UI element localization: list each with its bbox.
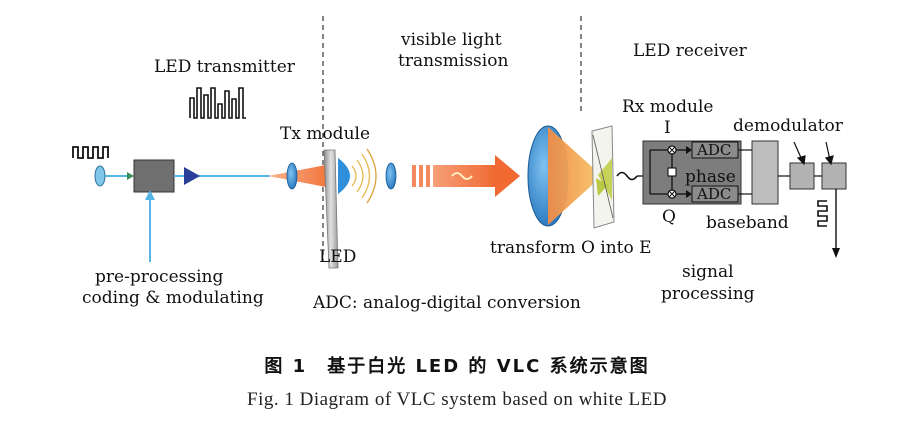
demodulator-box-2 <box>821 162 847 190</box>
mixer-bottom-icon <box>667 189 677 199</box>
tx-module-label: Tx module <box>280 124 370 144</box>
led-dome-icon <box>338 158 350 194</box>
adc-note-label: ADC: analog-digital conversion <box>312 293 581 313</box>
demodulator-label: demodulator <box>733 116 844 136</box>
baseband-label: baseband <box>706 213 789 233</box>
caption-chinese: 图 1 基于白光 LED 的 VLC 系统示意图 <box>264 356 650 377</box>
section-channel-line1: visible light <box>400 30 502 50</box>
tx-lens-icon <box>286 162 298 190</box>
output-arrowhead-icon <box>832 248 840 258</box>
demodulator-box-1 <box>789 162 815 190</box>
adc-top-label: ADC <box>696 141 731 159</box>
demodulator-pointer-icons <box>793 141 834 166</box>
transform-label: transform O into E <box>490 238 652 258</box>
section-channel-line2: transmission <box>398 51 508 71</box>
led-body-icon <box>323 149 339 269</box>
focus-cone <box>548 127 602 225</box>
phase-shifter-icon <box>667 167 677 177</box>
adc-bottom-arrow-icon <box>686 190 692 198</box>
photodetector-icon <box>591 125 615 229</box>
signal-processing-line2: processing <box>661 284 755 304</box>
adc-bottom-label: ADC <box>696 185 731 203</box>
electric-signal-icon <box>616 171 638 181</box>
preprocessing-label-line2: coding & modulating <box>82 288 264 308</box>
preprocessing-box <box>133 159 175 193</box>
signal-processing-line1: signal <box>682 262 734 282</box>
phase-label: phase <box>685 167 736 187</box>
amplifier-icon <box>184 167 200 185</box>
source-arrowhead-icon <box>127 172 134 180</box>
adc-top-arrow-icon <box>686 146 692 154</box>
source-lens-icon <box>94 165 106 187</box>
emission-waves-icon <box>351 148 377 204</box>
q-branch-label: Q <box>662 207 676 227</box>
preprocessing-up-arrowhead-icon <box>145 190 155 200</box>
baseband-box <box>751 140 779 205</box>
input-waveform-icon <box>72 146 109 159</box>
optical-beam <box>412 155 520 197</box>
section-transmitter: LED transmitter <box>154 57 296 77</box>
output-waveform-icon <box>817 200 828 227</box>
i-branch-label: I <box>664 118 671 138</box>
channel-lens-icon <box>385 162 397 190</box>
tx-waveform-icon <box>189 87 246 119</box>
section-receiver: LED receiver <box>633 41 748 61</box>
led-label: LED <box>319 247 356 267</box>
mixer-top-icon <box>667 145 677 155</box>
caption-english: Fig. 1 Diagram of VLC system based on wh… <box>247 389 667 410</box>
rx-module-label: Rx module <box>622 97 713 117</box>
preprocessing-label-line1: pre-processing <box>95 267 223 287</box>
